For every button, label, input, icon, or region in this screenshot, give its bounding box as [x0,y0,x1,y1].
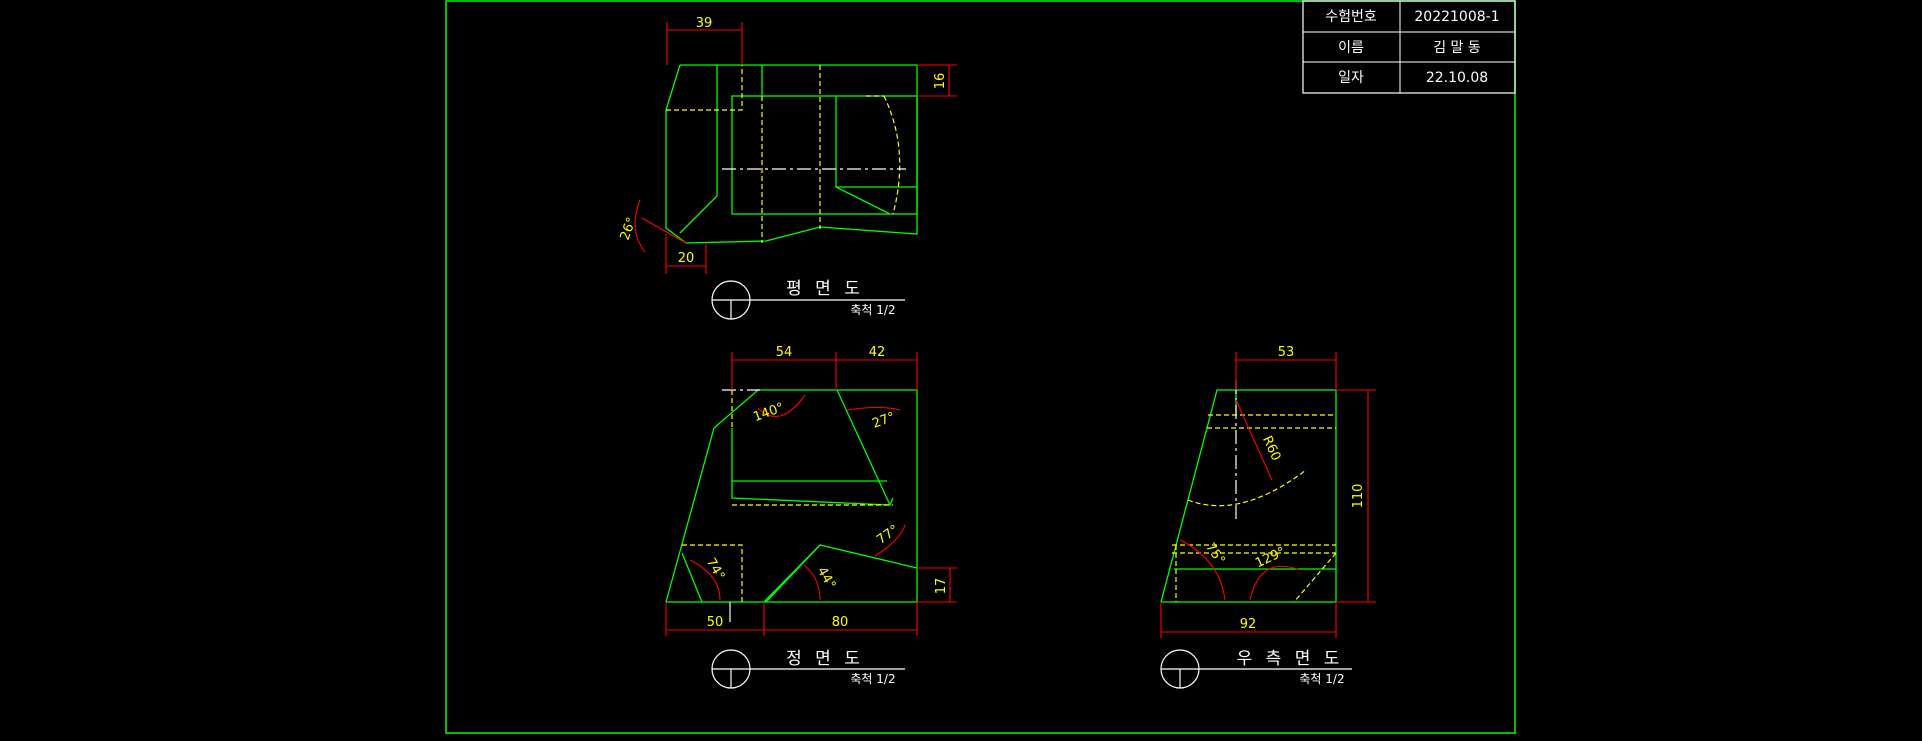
plan-view-scale: 축척 1/2 [850,303,895,317]
title-block: 수험번호 20221008-1 이름 김 말 동 일자 22.10.08 [1302,0,1516,94]
dim-plan-20: 20 [678,251,695,266]
right-view-scale: 축척 1/2 [1299,672,1344,686]
plan-view: 39 16 20 26° 평 면 도 축척 1/2 [618,16,957,320]
dim-front-54: 54 [776,345,793,360]
sheet-border [445,0,1516,734]
dim-right-92: 92 [1240,617,1257,632]
dim-plan-39: 39 [696,16,713,31]
right-view-title: 우 측 면 도 [1237,649,1344,669]
dim-front-80: 80 [832,615,849,630]
title-value-date: 22.10.08 [1426,70,1488,86]
front-view-title: 정 면 도 [786,649,864,669]
title-label-date: 일자 [1338,70,1364,86]
plan-view-title: 평 면 도 [786,279,864,299]
right-view: 53 R60 110 75° 129° 92 우 측 면 도 축척 1/2 [1160,345,1376,689]
dim-right-53: 53 [1278,345,1295,360]
title-value-name: 김 말 동 [1433,40,1481,56]
title-label-name: 이름 [1338,40,1364,56]
dim-front-77: 77° [874,522,901,548]
dim-front-27: 27° [870,410,897,432]
dim-front-140: 140° [752,400,787,425]
dim-front-17: 17 [934,578,949,595]
dim-front-50: 50 [707,615,724,630]
dim-front-42: 42 [869,345,886,360]
dim-right-75: 75° [1202,540,1228,567]
dim-plan-26: 26° [618,215,640,242]
front-view: 54 42 140° 27° 74° 44° 77° 17 50 80 정 면 … [665,345,957,689]
dim-right-110: 110 [1351,484,1366,509]
dim-plan-16: 16 [933,73,948,90]
title-value-exam-no: 20221008-1 [1414,9,1499,25]
dim-front-74: 74° [703,556,728,583]
front-view-scale: 축척 1/2 [850,672,895,686]
title-label-exam-no: 수험번호 [1325,9,1377,25]
dim-front-44: 44° [814,565,839,592]
dim-right-129: 129° [1253,544,1288,571]
